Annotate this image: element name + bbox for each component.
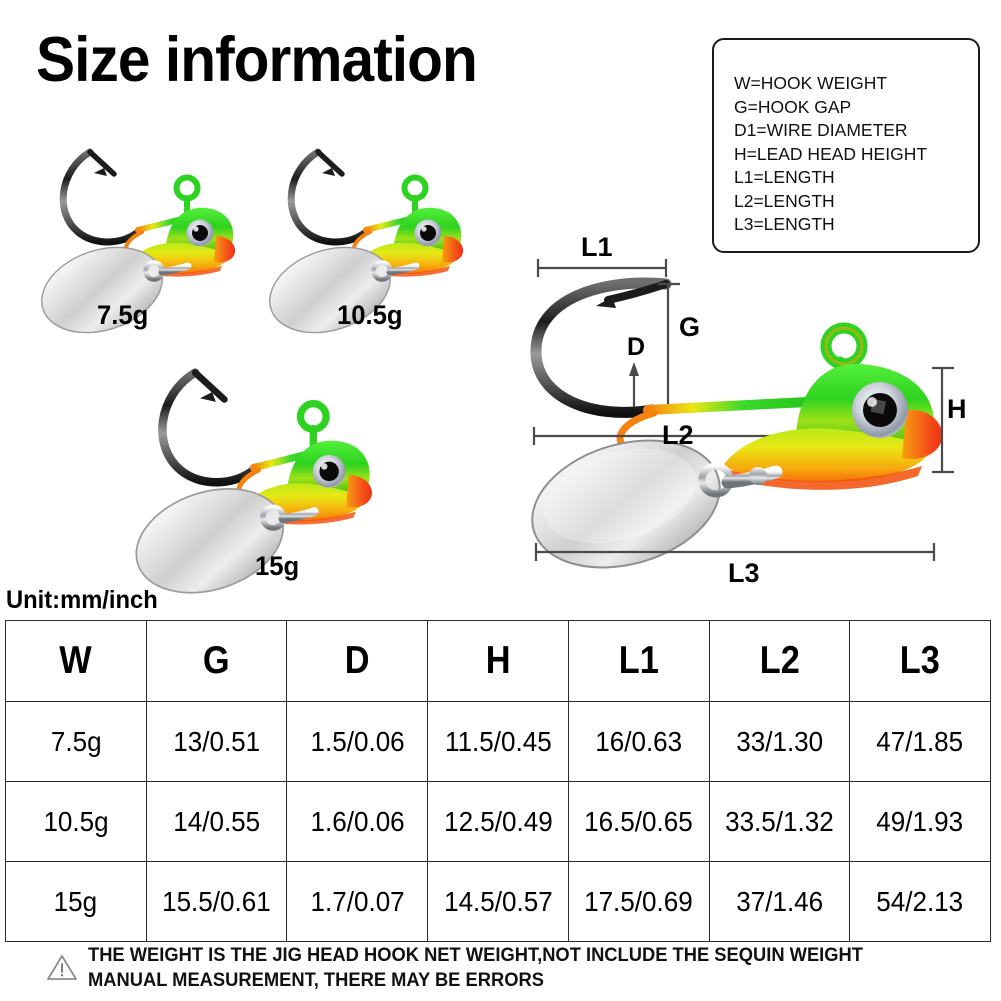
lure-eye bbox=[852, 382, 908, 438]
weight-caption-7g: 7.5g bbox=[97, 300, 149, 330]
dimension-label-h: H bbox=[947, 394, 967, 424]
dimension-line-g bbox=[658, 282, 680, 412]
legend-item: H=LEAD HEAD HEIGHT bbox=[734, 143, 928, 164]
cell-w: 10.5g bbox=[5, 781, 147, 862]
spinner-assembly bbox=[41, 246, 192, 334]
specification-table: W G D H L1 L2 L3 7.5g 13/0.51 1.5/0.06 1… bbox=[5, 620, 991, 942]
cell-l3: 49/1.93 bbox=[849, 781, 991, 862]
table-row: 7.5g 13/0.51 1.5/0.06 11.5/0.45 16/0.63 … bbox=[5, 701, 991, 782]
painted-shank bbox=[643, 397, 813, 415]
spinner-assembly bbox=[135, 488, 319, 594]
cell-h: 14.5/0.57 bbox=[427, 861, 569, 942]
legend-item: L1=LENGTH bbox=[734, 167, 835, 187]
cell-d: 1.7/0.07 bbox=[286, 861, 429, 942]
cell-l1: 16/0.63 bbox=[567, 701, 710, 782]
column-header-l1: L1 bbox=[567, 620, 710, 702]
legend-item: G=HOOK GAP bbox=[734, 96, 852, 117]
lure-lip bbox=[442, 236, 464, 263]
swivel bbox=[278, 507, 319, 524]
legend-box: W=HOOK WEIGHT G=HOOK GAP D1=WIRE DIAMETE… bbox=[712, 38, 980, 253]
lure-eye bbox=[414, 219, 442, 247]
lure-photo-7g bbox=[30, 140, 245, 334]
spinner-assembly bbox=[531, 439, 783, 569]
column-header-w: W bbox=[5, 620, 147, 702]
hook-wire bbox=[59, 148, 144, 246]
cell-d: 1.6/0.06 bbox=[286, 781, 429, 862]
dimension-label-g: G bbox=[679, 312, 701, 342]
legend-item: D1=WIRE DIAMETER bbox=[734, 120, 908, 140]
footer-line-1: THE WEIGHT IS THE JIG HEAD HOOK NET WEIG… bbox=[88, 944, 863, 966]
footer-note: THE WEIGHT IS THE JIG HEAD HOOK NET WEIG… bbox=[46, 943, 912, 993]
cell-h: 11.5/0.45 bbox=[427, 701, 569, 782]
cell-l1: 16.5/0.65 bbox=[567, 781, 710, 862]
legend-item: L3=LENGTH bbox=[734, 214, 835, 234]
dimension-line-l1 bbox=[536, 259, 668, 277]
warning-triangle-icon bbox=[46, 953, 78, 986]
spinner-blade bbox=[531, 439, 721, 569]
page-title: Size information bbox=[36, 25, 478, 95]
table-header-row: W G D H L1 L2 L3 bbox=[5, 620, 991, 702]
legend-item: W=HOOK WEIGHT bbox=[734, 73, 888, 93]
belly-edge bbox=[728, 466, 922, 490]
cell-g: 15.5/0.61 bbox=[145, 861, 288, 942]
swivel bbox=[158, 262, 192, 276]
dimension-label-d: D bbox=[627, 333, 646, 361]
cell-l3: 54/2.13 bbox=[849, 861, 991, 942]
cell-w: 15g bbox=[5, 861, 147, 942]
cell-l2: 33.5/1.32 bbox=[708, 781, 851, 862]
footer-note-text: THE WEIGHT IS THE JIG HEAD HOOK NET WEIG… bbox=[88, 943, 863, 993]
weight-caption-15g: 15g bbox=[255, 551, 300, 581]
weight-caption-10g: 10.5g bbox=[337, 300, 403, 330]
cell-w: 7.5g bbox=[5, 701, 147, 782]
lure-lip bbox=[346, 475, 372, 508]
spinner-assembly bbox=[269, 246, 420, 334]
lure-eye bbox=[312, 454, 346, 488]
swivel-barrel bbox=[749, 467, 767, 485]
cell-d: 1.5/0.06 bbox=[286, 701, 429, 782]
dimension-line-l3 bbox=[534, 543, 936, 561]
dimension-diagram bbox=[508, 250, 988, 580]
cell-l2: 33/1.30 bbox=[708, 701, 851, 782]
cell-g: 14/0.55 bbox=[145, 781, 288, 862]
table-row: 10.5g 14/0.55 1.6/0.06 12.5/0.49 16.5/0.… bbox=[5, 781, 991, 862]
column-header-l3: L3 bbox=[849, 620, 991, 702]
dimension-label-l1: L1 bbox=[581, 232, 613, 262]
column-header-d: D bbox=[286, 620, 429, 702]
cell-l2: 37/1.46 bbox=[708, 861, 851, 942]
dimension-arrow-d bbox=[629, 362, 639, 407]
lure-eye bbox=[186, 219, 214, 247]
legend-list: W=HOOK WEIGHT G=HOOK GAP D1=WIRE DIAMETE… bbox=[714, 40, 978, 237]
lure-lip bbox=[214, 236, 236, 263]
hook-wire bbox=[530, 277, 672, 418]
unit-label: Unit:mm/inch bbox=[6, 586, 158, 614]
cell-g: 13/0.51 bbox=[145, 701, 288, 782]
swivel bbox=[386, 262, 420, 276]
cell-l3: 47/1.85 bbox=[849, 701, 991, 782]
hook-wire bbox=[287, 148, 372, 246]
lure-photo-15g bbox=[108, 358, 398, 594]
dimension-label-l3: L3 bbox=[728, 558, 760, 588]
lure-lip bbox=[902, 409, 943, 460]
dimension-line-h bbox=[932, 366, 954, 474]
dimension-label-l2: L2 bbox=[662, 420, 694, 450]
legend-item: L2=LENGTH bbox=[734, 190, 835, 211]
table-row: 15g 15.5/0.61 1.7/0.07 14.5/0.57 17.5/0.… bbox=[5, 861, 991, 942]
column-header-g: G bbox=[145, 620, 288, 702]
cell-h: 12.5/0.49 bbox=[427, 781, 569, 862]
column-header-l2: L2 bbox=[708, 620, 851, 702]
lure-photo-10g bbox=[258, 140, 473, 334]
cell-l1: 17.5/0.69 bbox=[567, 861, 710, 942]
column-header-h: H bbox=[427, 620, 569, 702]
footer-line-2: MANUAL MEASUREMENT, THERE MAY BE ERRORS bbox=[88, 969, 544, 991]
hook-wire bbox=[158, 368, 261, 487]
